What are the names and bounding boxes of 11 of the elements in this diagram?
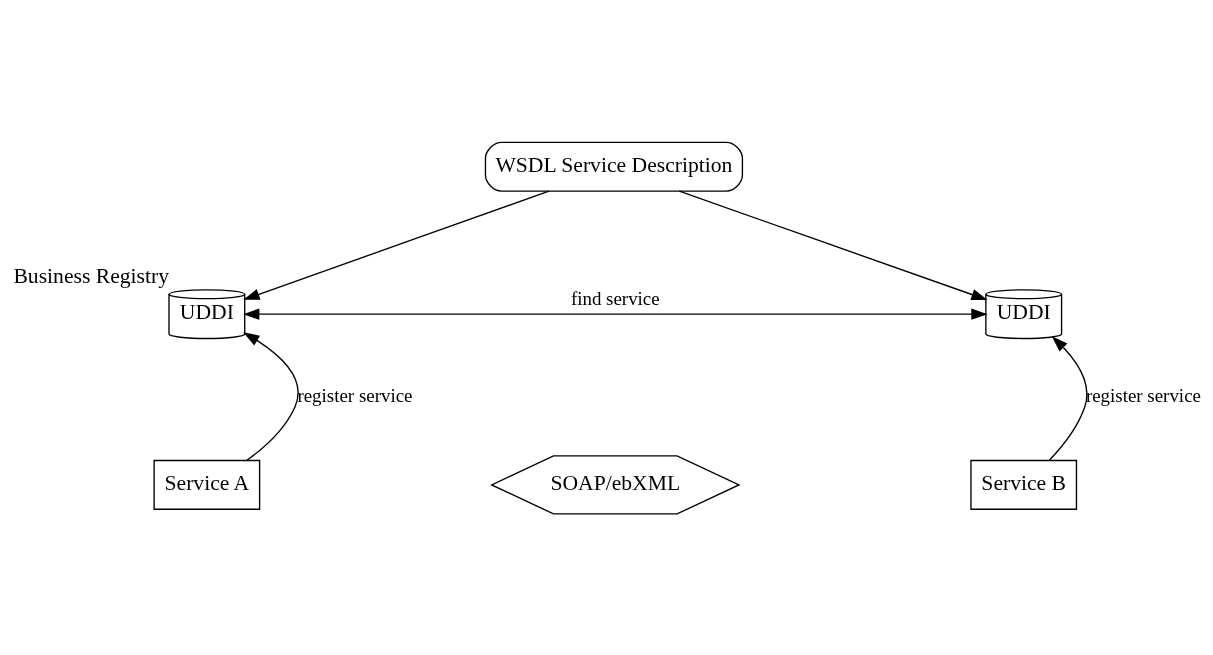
arrow xyxy=(1048,335,1088,461)
node-box: WSDL Service Description xyxy=(484,141,744,192)
edge-label: find service xyxy=(570,287,660,309)
node-label: Business Registry xyxy=(13,263,170,288)
arrow xyxy=(243,190,550,300)
node-box: Service B xyxy=(970,459,1078,510)
edge-label: register service xyxy=(297,384,413,406)
arrow xyxy=(243,331,299,461)
arrow xyxy=(243,307,988,320)
node-box: Service A xyxy=(153,459,261,510)
arrow xyxy=(678,190,988,300)
